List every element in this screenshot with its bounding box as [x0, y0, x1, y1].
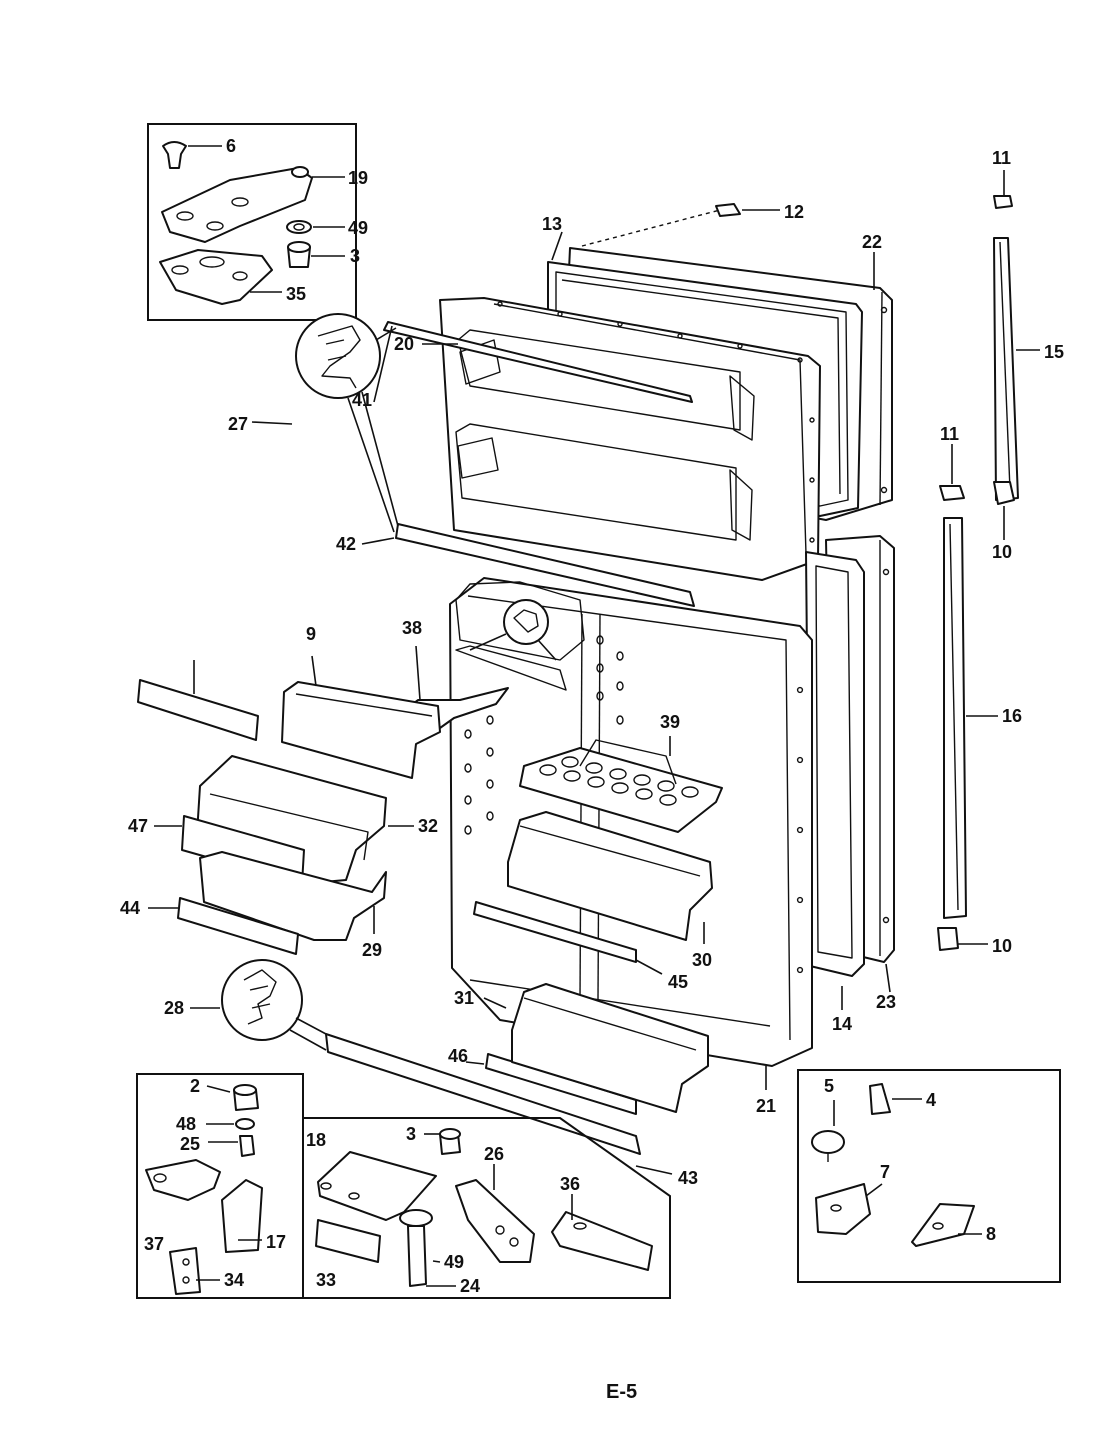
callout-39: 39 [660, 712, 680, 732]
callout-28: 28 [164, 998, 184, 1018]
callout-10-bottom: 10 [992, 936, 1012, 956]
callout-37: 37 [144, 1234, 164, 1254]
callout-14: 14 [832, 1014, 852, 1034]
callout-48: 48 [176, 1114, 196, 1134]
page-label: E-5 [606, 1381, 637, 1403]
callout-9: 9 [306, 624, 316, 644]
callout-32: 32 [418, 816, 438, 836]
callout-20: 20 [394, 334, 414, 354]
part-39-egg-tray [519, 739, 723, 833]
callout-16: 16 [1002, 706, 1022, 726]
detail-28 [221, 959, 327, 1051]
callout-12: 12 [784, 202, 804, 222]
callout-4: 4 [926, 1090, 936, 1110]
callout-10-top: 10 [992, 542, 1012, 562]
callout-30: 30 [692, 950, 712, 970]
callout-5: 5 [824, 1076, 834, 1096]
top-hinge-inset [147, 123, 357, 321]
callout-33: 33 [316, 1270, 336, 1290]
bottom-right-inset [797, 1069, 1061, 1283]
part-44-strip [177, 897, 299, 955]
callout-11-top: 11 [992, 148, 1011, 168]
fresh-food-door-assembly [325, 535, 895, 1155]
bottom-hinge-inset [136, 1073, 304, 1299]
callout-31: 31 [454, 988, 474, 1008]
callout-35: 35 [286, 284, 306, 304]
callout-49: 49 [348, 218, 368, 238]
callout-38: 38 [402, 618, 422, 638]
right-hinge-parts [937, 195, 1019, 951]
callout-3-bottom: 3 [406, 1124, 416, 1144]
callout-34: 34 [224, 1270, 244, 1290]
callout-13: 13 [542, 214, 562, 234]
callout-3: 3 [350, 246, 360, 266]
part-29-bin [199, 851, 387, 941]
part-9-shelf [281, 681, 441, 779]
callout-17: 17 [266, 1232, 286, 1252]
freezer-door-assembly [383, 203, 893, 607]
callout-44: 44 [120, 898, 140, 918]
detail-liner-clip [469, 599, 557, 661]
callout-27: 27 [228, 414, 248, 434]
callout-24: 24 [460, 1276, 480, 1296]
part-47-strip-top [137, 679, 259, 741]
callout-19: 19 [348, 168, 368, 188]
callout-2: 2 [190, 1076, 200, 1096]
detail-27 [295, 313, 399, 533]
callout-8: 8 [986, 1224, 996, 1244]
callout-18: 18 [306, 1130, 326, 1150]
callout-labels: 6 19 49 3 35 13 12 22 11 15 20 41 27 11 … [120, 136, 1064, 1403]
callout-25: 25 [180, 1134, 200, 1154]
callout-46: 46 [448, 1046, 468, 1066]
callout-47: 47 [128, 816, 148, 836]
callout-23: 23 [876, 992, 896, 1012]
callout-11-mid: 11 [940, 424, 959, 444]
callout-43: 43 [678, 1168, 698, 1188]
callout-41: 41 [352, 390, 372, 410]
part-31-shelf [511, 983, 709, 1113]
callout-7: 7 [880, 1162, 890, 1182]
callout-45: 45 [668, 972, 688, 992]
callout-22: 22 [862, 232, 882, 252]
callout-36: 36 [560, 1174, 580, 1194]
part-30-shelf [507, 811, 713, 941]
callout-49-bottom: 49 [444, 1252, 464, 1272]
bottom-middle-inset [302, 1117, 671, 1299]
callout-6: 6 [226, 136, 236, 156]
leader-lines [148, 170, 1040, 1175]
callout-21: 21 [756, 1096, 776, 1116]
callout-26: 26 [484, 1144, 504, 1164]
callout-42: 42 [336, 534, 356, 554]
callout-15: 15 [1044, 342, 1064, 362]
callout-29: 29 [362, 940, 382, 960]
